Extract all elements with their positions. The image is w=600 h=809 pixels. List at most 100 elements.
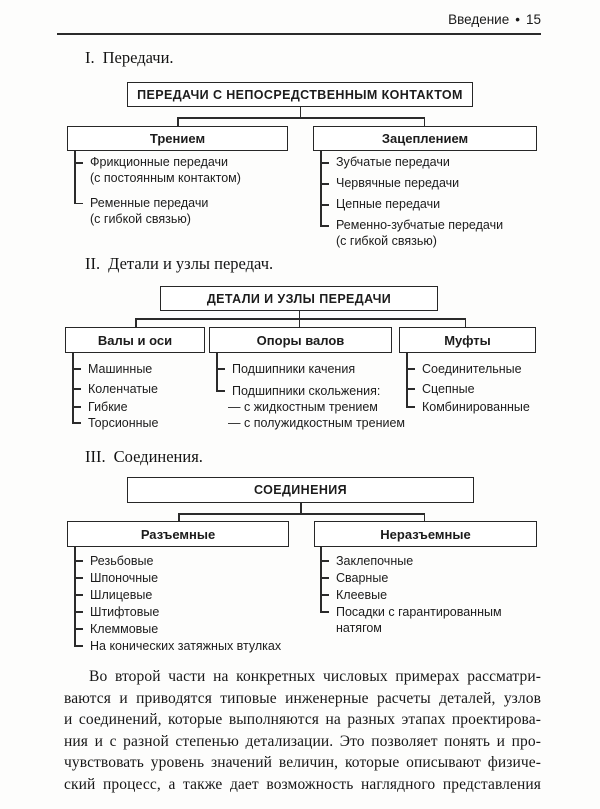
bracket-tick [216,390,225,392]
branch-box-detachable: Разъемные [67,521,289,547]
tree-item-line: Коленчатые [88,382,158,396]
tree-item: Сварные [336,570,388,586]
bracket-tick [72,368,81,370]
tree-item: Клеевые [336,587,387,603]
bracket-tick [320,225,329,227]
bracket-tick [74,560,83,562]
body-paragraph: Во второй части на конкретных числовых п… [64,668,541,798]
tree-item: Ременные передачи (с гибкой связью) [90,195,208,227]
tree-item-line: Подшипники скольжения: [232,384,381,398]
tree-item-line: Цепные передачи [336,197,441,211]
root-box-label: СОЕДИНЕНИЯ [253,483,348,497]
connector-line [299,107,302,117]
tree-item: Гибкие [88,399,128,415]
bracket-tick [72,388,81,390]
paragraph-line: и соединений, которые выполняются на раз… [64,711,541,729]
tree-item: Подшипники качения [232,361,355,377]
bracket-tick [320,577,329,579]
branch-box-friction: Трением [67,126,288,151]
section-3-label: III. Соединения. [85,447,203,467]
branch-box-engagement: Зацеплением [313,126,537,151]
header-section-title: Введение [448,12,510,27]
bracket-tick [74,628,83,630]
tree-item: Шпоночные [90,570,158,586]
section-2-number: II. [85,254,101,273]
tree-item: Фрикционные передачи (с постоянным конта… [90,154,241,186]
bracket-tick [320,594,329,596]
bracket-tick [320,162,329,164]
connector-line [423,513,426,521]
tree-item-line: Комбинированные [422,400,530,414]
tree-item-line: Посадки с гарантированным [336,605,502,619]
bracket-tick [216,368,225,370]
branch-box-permanent: Неразъемные [314,521,537,547]
tree-item-line: Гибкие [88,400,128,414]
tree-item-line: Фрикционные передачи [90,155,229,169]
root-box-parts-units: ДЕТАЛИ И УЗЛЫ ПЕРЕДАЧИ [160,286,438,311]
bracket-tick [72,422,81,424]
section-1-label: I. Передачи. [85,48,174,68]
bracket-tick [74,594,83,596]
bracket-tick [74,577,83,579]
connector-line [135,318,466,320]
tree-item-line: Торсионные [88,416,159,430]
tree-item-line: (с постоянным контактом) [90,171,241,185]
bracket-tick [320,611,329,613]
tree-item: Штифтовые [90,604,159,620]
tree-item-line: На конических затяжных втулках [90,639,282,653]
tree-item-line: Шлицевые [90,588,153,602]
tree-item-line: Соединительные [422,362,522,376]
tree-item-line: Машинные [88,362,153,376]
tree-item-line: Зубчатые передачи [336,155,450,169]
bracket-tick [320,204,329,206]
root-box-label: ДЕТАЛИ И УЗЛЫ ПЕРЕДАЧИ [206,291,392,306]
branch-title: Неразъемные [380,526,471,542]
page-header: Введение • 15 [57,12,541,27]
tree-item-line: Клеммовые [90,622,159,636]
bracket-tick [74,645,83,647]
tree-item-line: Клеевые [336,588,388,602]
tree-item-line: натягом [336,621,382,635]
paragraph-line: ния и с разной степенью детализации. Это… [64,732,541,750]
bracket-line [406,353,408,407]
tree-item-line: Ременные передачи [90,196,209,210]
section-3-title: Соединения. [113,447,203,466]
header-rule [57,33,541,35]
paragraph-line: чувствовать уровень значений величин, ко… [64,754,541,772]
branch-title: Зацеплением [381,131,469,146]
bracket-line [74,547,76,645]
tree-item: Подшипники скольжения: [232,383,380,399]
bracket-line [320,547,322,611]
section-2-title: Детали и узлы передач. [108,254,274,273]
tree-item: Шлицевые [90,587,152,603]
tree-item-line: Заклепочные [336,554,414,568]
connector-line [177,117,179,126]
tree-item-line: Резьбовые [90,554,154,568]
tree-item-line: (с гибкой связью) [336,234,437,248]
tree-item: Ременно-зубчатые передачи (с гибкой связ… [336,217,503,249]
tree-item: Червячные передачи [336,175,459,191]
bracket-tick [406,368,415,370]
branch-title: Опоры валов [256,332,345,348]
header-bullet: • [515,12,520,27]
section-1-title: Передачи. [102,48,174,67]
tree-item: Посадки с гарантированным натягом [336,604,502,636]
tree-subitem: — с полужидкостным трением [228,416,406,430]
header-page-number: 15 [525,12,541,27]
tree-item: Соединительные [422,361,522,377]
section-3-number: III. [85,447,106,466]
bracket-tick [406,388,415,390]
branch-title: Валы и оси [97,332,173,348]
bracket-line [320,151,322,226]
tree-item: Резьбовые [90,553,153,569]
connector-line [177,117,425,119]
root-box-connections: СОЕДИНЕНИЯ [127,477,474,503]
connector-line [300,503,302,513]
branch-box-shaft-supports: Опоры валов [209,327,392,353]
tree-item-line: Червячные передачи [336,176,460,190]
section-1-number: I. [85,48,95,67]
tree-item: На конических затяжных втулках [90,638,281,654]
tree-item-line: Ременно-зубчатые передачи [336,218,504,232]
tree-item-line: (с гибкой связью) [90,212,191,226]
